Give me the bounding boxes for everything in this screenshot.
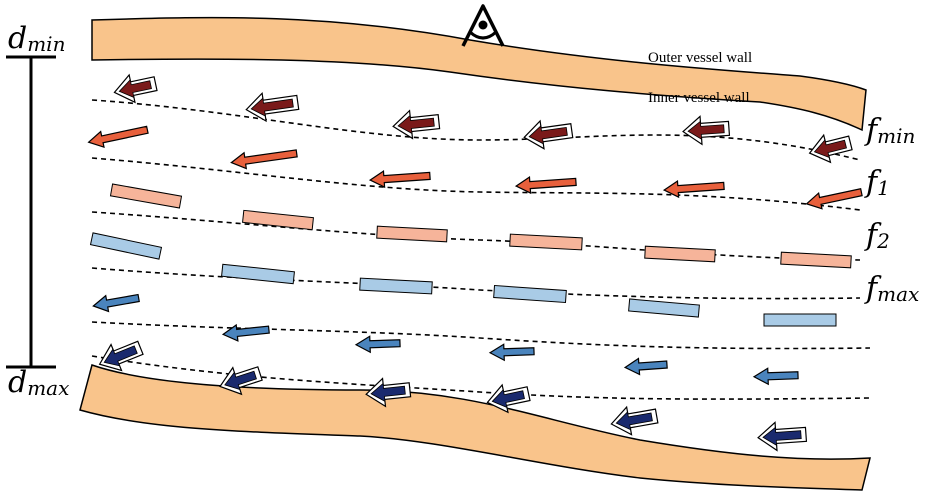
flow-arrow [805, 188, 863, 210]
f2-label: f2 [864, 218, 890, 253]
flow-arrow [523, 119, 574, 150]
flow-bar [644, 245, 716, 263]
inner-wall-label: Inner vessel wall [648, 90, 750, 106]
outer-wall-label: Outer vessel wall [648, 50, 752, 66]
flow-arrow [354, 335, 401, 354]
flow-bar [359, 277, 433, 295]
flow-arrow [92, 293, 140, 313]
d-min-label: dmin [8, 21, 65, 56]
flow-bar [221, 263, 295, 285]
bottom-vessel-wall [79, 364, 871, 491]
flow-arrow [230, 149, 298, 170]
flow-arrow [113, 73, 158, 104]
flow-arrow [623, 357, 668, 376]
flow-arrow [486, 383, 531, 414]
diameter-bracket [6, 55, 56, 369]
flow-arrow [392, 109, 441, 140]
boundary-line [91, 211, 861, 261]
flow-arrow [221, 323, 270, 342]
d-max-label: dmax [8, 365, 69, 400]
flow-bar [493, 284, 567, 304]
boundary-line [91, 267, 861, 300]
flow-arrow [662, 180, 725, 199]
flow-arrow [757, 421, 808, 452]
flow-arrow [219, 366, 263, 396]
flow-arrow [514, 176, 577, 195]
boundary-line [91, 157, 861, 211]
flow-arrow [365, 377, 412, 408]
eye-icon [461, 4, 505, 47]
flow-boundary-lines [91, 99, 871, 400]
flow-arrow [245, 91, 300, 123]
flow-bar [628, 298, 700, 318]
boundary-line [91, 321, 871, 350]
f-max-label: fmax [864, 271, 919, 306]
flow-bar [763, 313, 837, 327]
flow-arrow [752, 367, 799, 386]
flow-bar [780, 251, 852, 269]
flow-bar [242, 209, 314, 231]
flow-arrow [368, 170, 431, 189]
flow-arrow [682, 115, 731, 146]
flow-arrow [87, 125, 149, 149]
flow-markers [87, 73, 863, 452]
flow-arrow [610, 405, 659, 436]
boundary-line [91, 99, 861, 161]
flow-arrow [98, 340, 144, 372]
flow-arrow [488, 343, 535, 362]
flow-bar [89, 232, 163, 260]
f1-label: f1 [864, 165, 890, 200]
f-min-label: fmin [864, 113, 915, 148]
flow-bar [509, 233, 583, 251]
boundary-line [91, 355, 871, 400]
flow-bar [376, 225, 448, 243]
flow-arrow [808, 133, 853, 164]
flow-bar [109, 183, 183, 209]
top-vessel-wall [91, 16, 867, 132]
